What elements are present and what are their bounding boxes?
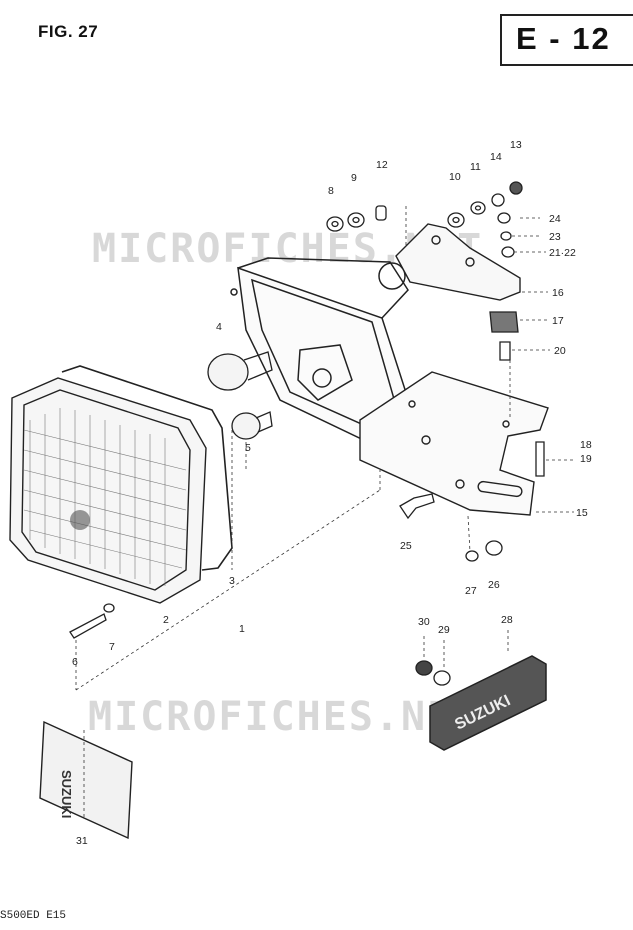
label-25: 25 — [400, 540, 412, 552]
label-23: 23 — [549, 231, 561, 243]
label-24: 24 — [549, 213, 561, 225]
section-code-box: E - 12 — [500, 14, 633, 66]
label-27: 27 — [465, 585, 477, 597]
bulb-5-part — [231, 411, 273, 440]
label-18: 18 — [580, 439, 592, 451]
label-7: 7 — [109, 641, 115, 653]
footer-model-code: S500ED E15 — [0, 910, 67, 922]
figure-label: FIG. 27 — [38, 22, 99, 41]
plate-part: SUZUKI — [39, 720, 133, 840]
label-3: 3 — [229, 575, 235, 587]
label-17: 17 — [552, 315, 564, 327]
label-2: 2 — [163, 614, 169, 626]
label-8: 8 — [328, 185, 334, 197]
label-11: 11 — [470, 161, 481, 173]
emblem-part: SUZUKI — [429, 655, 547, 751]
hardware-parts — [69, 181, 545, 686]
label-4: 4 — [216, 321, 222, 333]
lens-part — [9, 377, 207, 604]
label-9: 9 — [351, 172, 357, 184]
label-28: 28 — [501, 614, 513, 626]
callout-labels: 1 2 3 4 5 6 7 8 9 10 11 12 13 14 15 16 1… — [72, 139, 592, 847]
plate-text: SUZUKI — [59, 770, 74, 818]
label-16: 16 — [552, 287, 564, 299]
gasket-part — [61, 365, 233, 571]
label-10: 10 — [449, 171, 461, 183]
leader-lines — [75, 206, 574, 820]
label-26: 26 — [488, 579, 500, 591]
bracket-part — [395, 223, 521, 301]
label-13: 13 — [510, 139, 522, 151]
label-1: 1 — [239, 623, 245, 635]
label-29: 29 — [438, 624, 450, 636]
bulb-4-part — [207, 351, 273, 391]
label-12: 12 — [376, 159, 388, 171]
label-20: 20 — [554, 345, 566, 357]
label-15: 15 — [576, 507, 588, 519]
label-21-22: 21·22 — [549, 247, 576, 259]
label-14: 14 — [490, 151, 502, 163]
label-5: 5 — [245, 442, 251, 454]
watermark-bottom: MICROFICHES.NET — [88, 694, 479, 740]
label-30: 30 — [418, 616, 430, 628]
label-6: 6 — [72, 656, 78, 668]
section-code: E - 12 — [516, 21, 611, 56]
label-31: 31 — [76, 835, 88, 847]
label-19: 19 — [580, 453, 592, 465]
license-bracket-part — [359, 371, 549, 516]
